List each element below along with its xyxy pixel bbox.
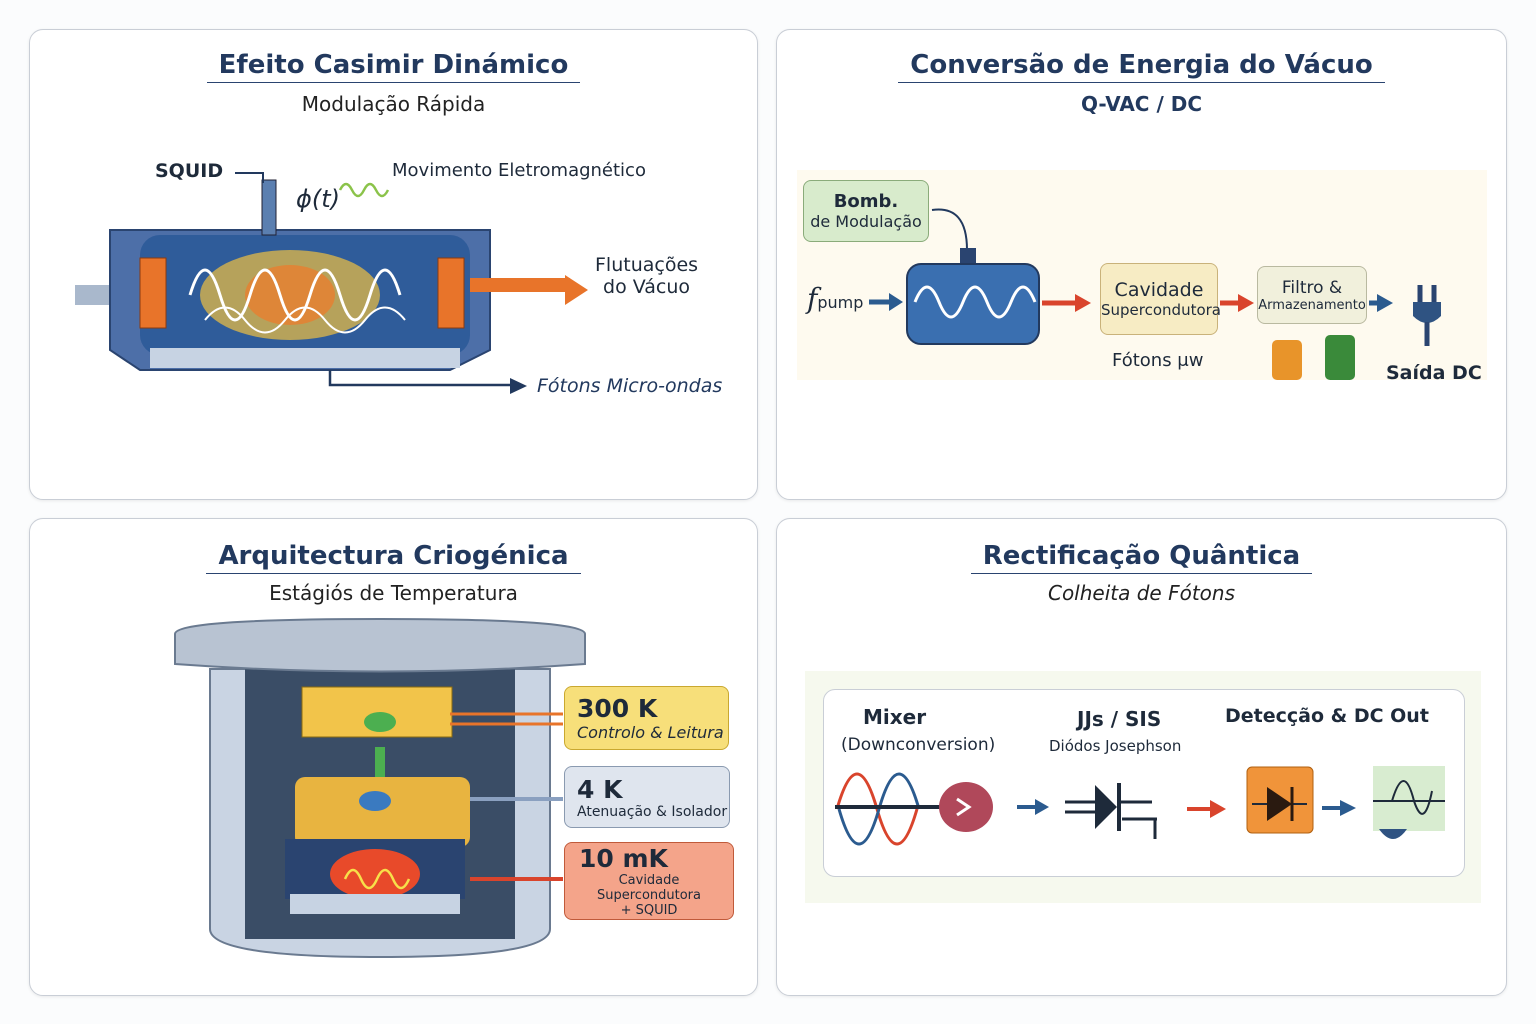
- panel-subtitle: Colheita de Fótons: [1047, 581, 1236, 605]
- photons-label: Fótons Micro-ondas: [537, 375, 723, 397]
- motion-label: Movimento Eletromagnético: [392, 160, 646, 181]
- photons-label: Fótons μw: [1112, 350, 1204, 371]
- panel-title: Efeito Casimir Dinámico: [30, 50, 757, 83]
- panel-subtitle: Q-VAC / DC: [1080, 92, 1202, 116]
- cryostat-illustration: [174, 617, 586, 959]
- dc-output-label: Saída DC: [1386, 362, 1482, 384]
- panel-title: Rectificação Quântica: [777, 541, 1506, 574]
- rectification-flow-illustration: [835, 766, 1445, 846]
- panel-subtitle: Modulação Rápida: [301, 92, 486, 116]
- detection-label: Detecção & DC Out: [1225, 705, 1429, 727]
- pump-box: Bomb.de Modulação: [803, 180, 929, 242]
- casimir-cavity-illustration: [75, 172, 588, 394]
- panel-title: Conversão de Energia do Vácuo: [777, 50, 1506, 83]
- squid-label: SQUID: [155, 160, 224, 182]
- phi-label: ϕ(t): [296, 185, 340, 213]
- panel-subtitle: Estágiós de Temperatura: [269, 581, 518, 605]
- panel-title: Arquitectura Criogénica: [30, 541, 757, 574]
- fpump-label: fpump: [807, 282, 864, 315]
- jj-label: JJs / SIS: [1077, 707, 1162, 731]
- panel-rectification: Rectificação Quântica Colheita de Fótons…: [776, 518, 1507, 996]
- panel-energy-conversion: Conversão de Energia do Vácuo Q-VAC / DC…: [776, 29, 1507, 500]
- filter-box: Filtro &Armazenamento: [1257, 266, 1367, 324]
- panel-cryogenic: Arquitectura Criogénica Estágiós de Temp…: [29, 518, 758, 996]
- panel-casimir: Efeito Casimir Dinámico Modulação Rápida…: [29, 29, 758, 500]
- mixer-sublabel: (Downconversion): [841, 735, 996, 755]
- jj-sublabel: Diódos Josephson: [1049, 737, 1182, 755]
- mixer-label: Mixer: [863, 705, 927, 729]
